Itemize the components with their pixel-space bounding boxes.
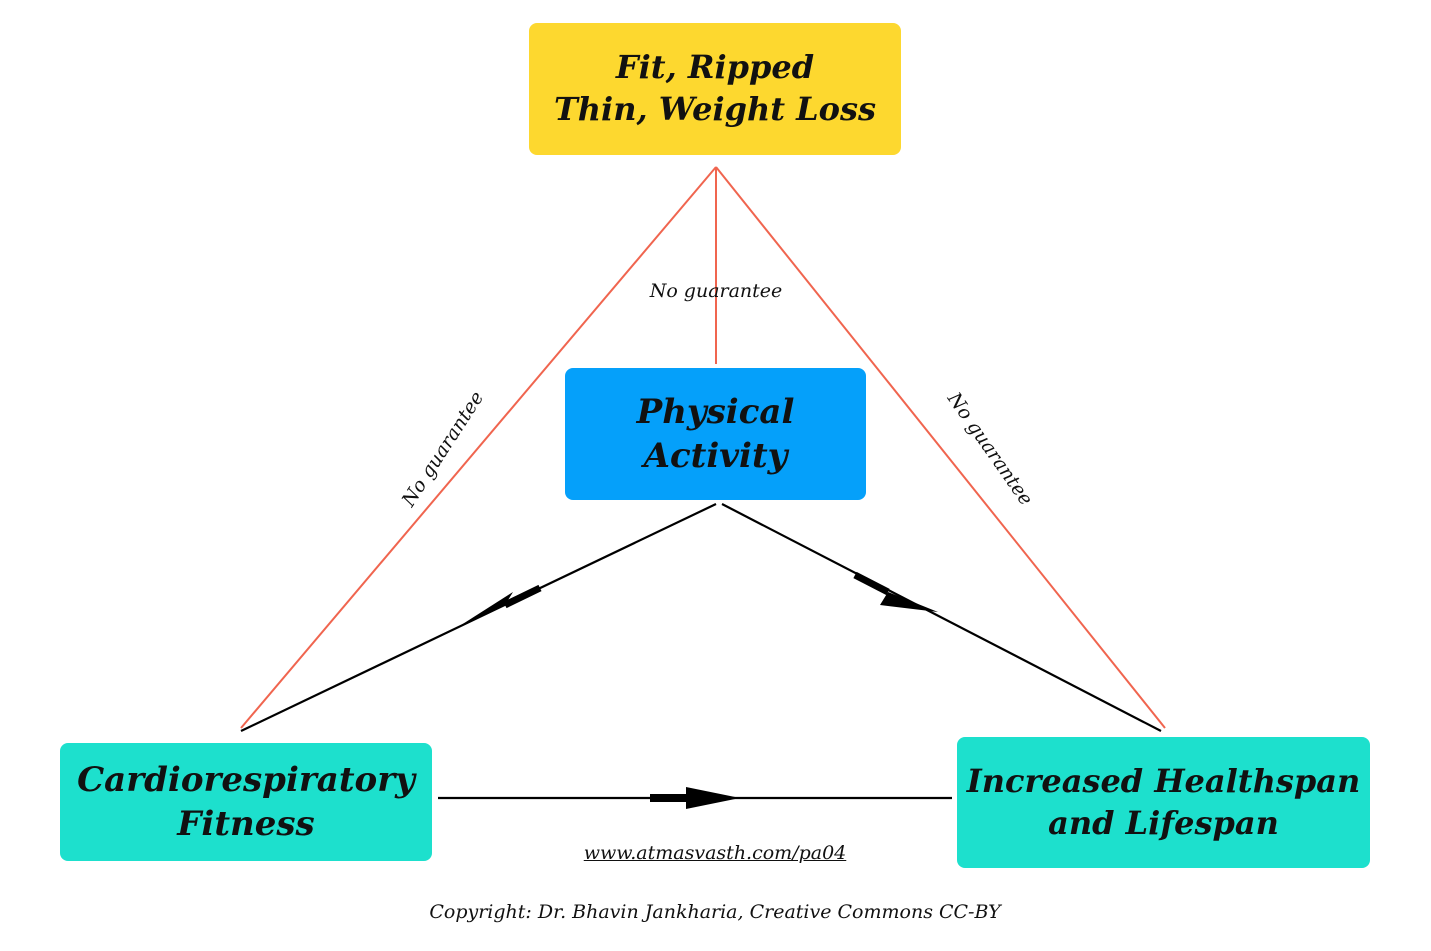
node-physical-activity-line2: Activity [643,436,788,476]
node-cardiorespiratory-fitness-line2: Fitness [177,804,315,844]
node-fit-ripped: Fit, Ripped Thin, Weight Loss [529,23,901,155]
node-physical-activity-line1: Physical [636,391,795,432]
node-physical-activity: Physical Activity [565,368,866,500]
edge-label-center: No guarantee [649,280,783,302]
node-healthspan-lifespan-line2: and Lifespan [1048,803,1279,842]
node-fit-ripped-line2: Thin, Weight Loss [553,90,877,128]
node-cardiorespiratory-fitness-line1: Cardiorespiratory [77,759,415,800]
node-fit-ripped-line1: Fit, Ripped [615,48,815,87]
arrow-left-to-right [438,787,952,809]
edge-top-to-right [715,166,1166,729]
edge-top-to-left [240,166,717,729]
source-link[interactable]: www.atmasvasth.com/pa04 [583,842,847,864]
arrow-center-to-right [721,503,1162,732]
node-healthspan-lifespan-line1: Increased Healthspan [966,761,1361,800]
arrow-center-to-left [240,503,717,732]
node-healthspan-lifespan: Increased Healthspan and Lifespan [957,737,1370,868]
node-cardiorespiratory-fitness: Cardiorespiratory Fitness [60,743,432,861]
copyright-text: Copyright: Dr. Bhavin Jankharia, Creativ… [429,901,1001,923]
